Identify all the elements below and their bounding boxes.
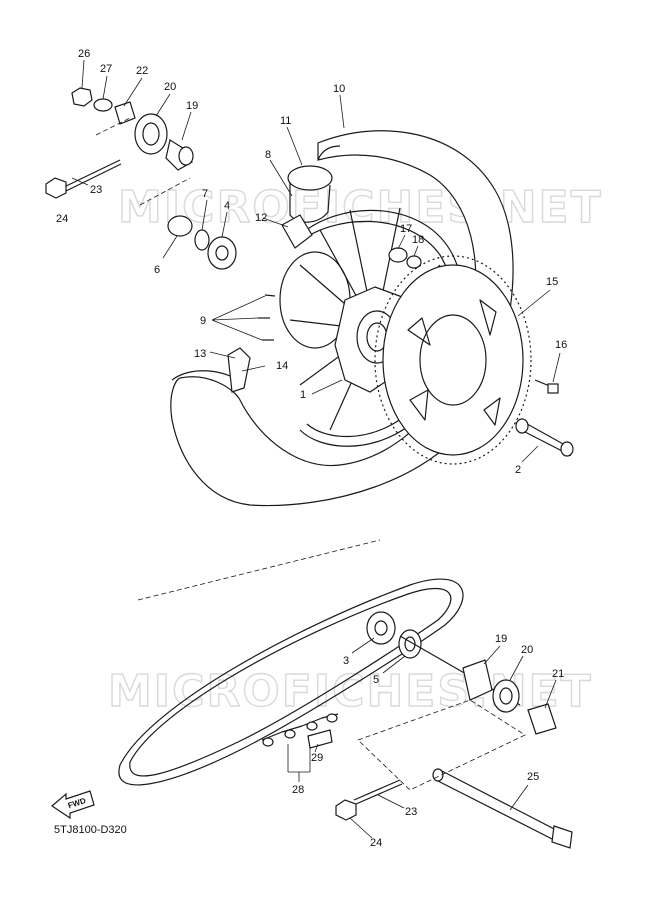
lower-right-parts (462, 659, 557, 735)
chain-bracket (227, 347, 251, 393)
callout-8: 8 (265, 149, 271, 161)
lower-bearings (366, 611, 521, 706)
dashed-groupings (95, 117, 526, 791)
callout-14: 14 (276, 360, 288, 372)
callout-24: 24 (56, 213, 68, 225)
adjuster-bolt (335, 779, 403, 821)
callout-18: 18 (412, 234, 424, 246)
tube-and-flap (281, 165, 333, 249)
callout-labels: 26 27 22 20 19 23 24 7 4 6 10 11 8 12 17… (56, 48, 567, 849)
axle (432, 768, 573, 849)
callout-24-lower: 24 (370, 837, 382, 849)
callout-7: 7 (202, 188, 208, 200)
upper-left-parts (45, 87, 237, 270)
callout-28: 28 (292, 784, 304, 796)
callout-19-lower: 19 (495, 633, 507, 645)
damper-parts (388, 247, 422, 269)
callout-21: 21 (552, 668, 564, 680)
callout-23-lower: 23 (405, 806, 417, 818)
sprocket-bolt (534, 379, 559, 394)
callout-5: 5 (373, 674, 379, 686)
callout-20-lower: 20 (521, 644, 533, 656)
callout-10: 10 (333, 83, 345, 95)
diagram-code: 5TJ8100-D320 (54, 824, 127, 836)
callout-27: 27 (100, 63, 112, 75)
callout-11: 11 (280, 115, 291, 127)
callout-15: 15 (546, 276, 558, 288)
callout-29: 29 (311, 752, 323, 764)
fwd-arrow-icon: FWD (51, 790, 95, 820)
callout-26: 26 (78, 48, 90, 60)
callout-22: 22 (136, 65, 148, 77)
callout-9: 9 (200, 315, 206, 327)
callout-3: 3 (343, 655, 349, 667)
callout-2: 2 (515, 464, 521, 476)
callout-13: 13 (194, 348, 206, 360)
callout-6: 6 (154, 264, 160, 276)
callout-1: 1 (300, 389, 306, 401)
callout-16: 16 (555, 339, 567, 351)
watermark-upper: MICROFICHES.NET (118, 182, 603, 233)
spoke-nipples (258, 294, 276, 341)
callout-25: 25 (527, 771, 539, 783)
callout-23: 23 (90, 184, 102, 196)
collar (515, 418, 574, 457)
callout-12: 12 (255, 212, 267, 224)
callout-4: 4 (224, 200, 230, 212)
callout-17: 17 (400, 223, 412, 235)
callout-20: 20 (164, 81, 176, 93)
callout-19: 19 (186, 100, 198, 112)
rear-sprocket (374, 255, 532, 465)
leader-lines (71, 59, 561, 839)
drive-chain (118, 578, 464, 786)
